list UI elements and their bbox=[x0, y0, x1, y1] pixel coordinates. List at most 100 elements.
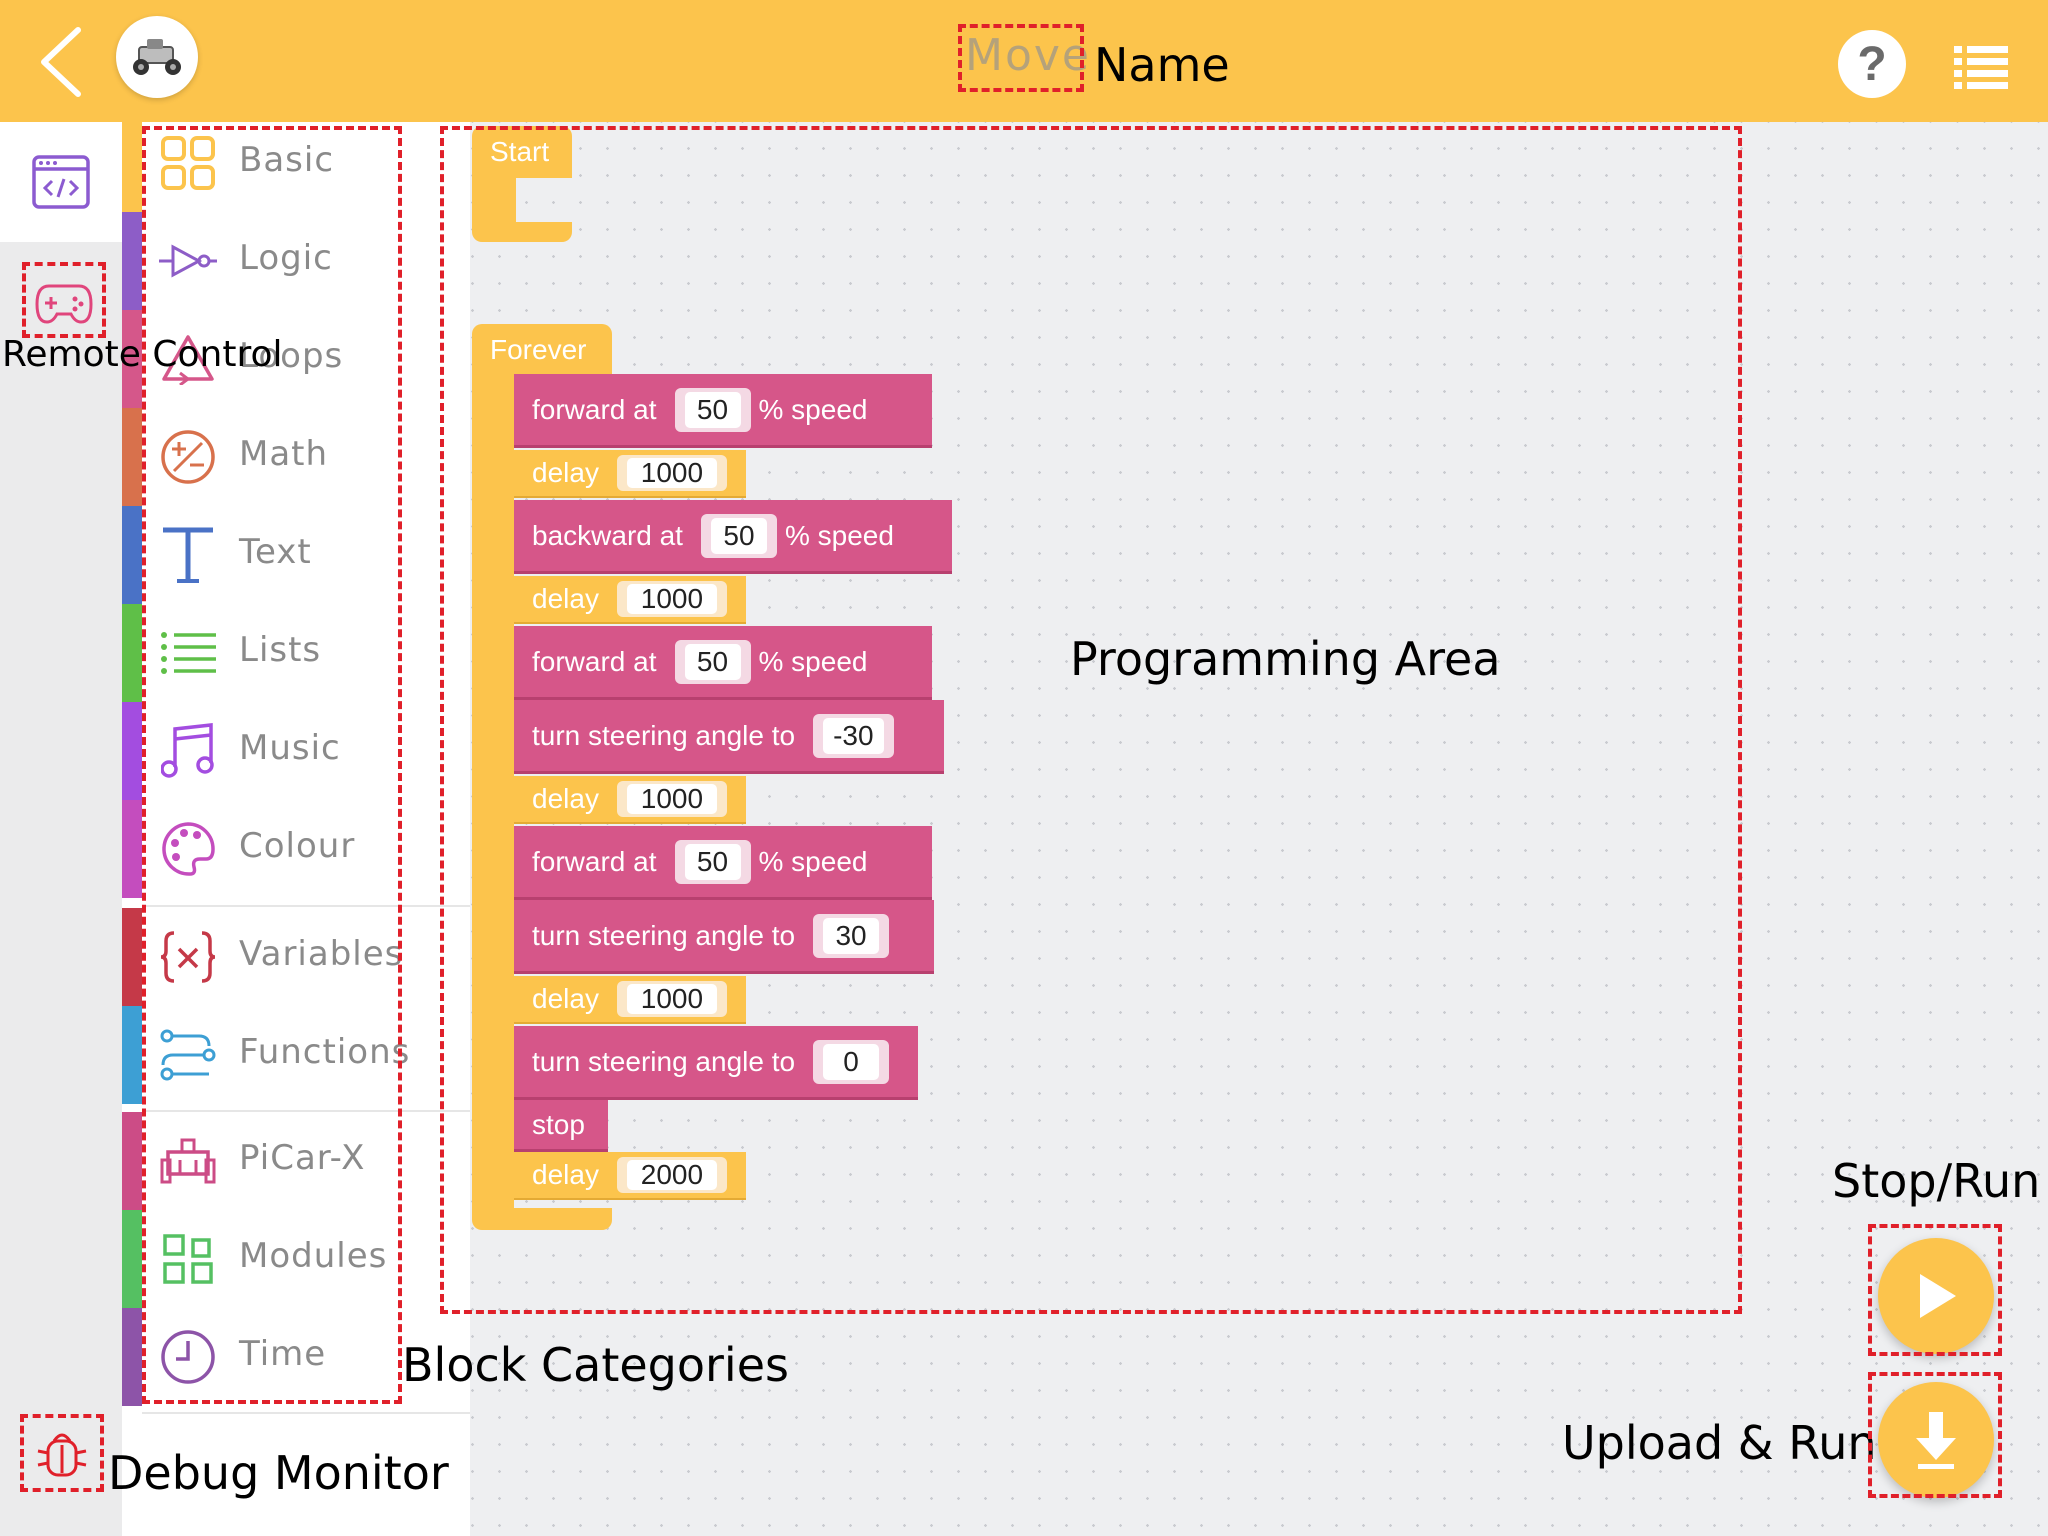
block-text: delay bbox=[532, 457, 599, 488]
annotation-block-categories: Block Categories bbox=[402, 1338, 789, 1392]
block-text: turn steering angle to bbox=[532, 919, 796, 951]
forward-block[interactable]: forward at 50 % speed bbox=[514, 826, 932, 900]
category-variables[interactable]: Variables bbox=[122, 908, 470, 1006]
loop-icon bbox=[158, 329, 218, 389]
steering-block[interactable]: turn steering angle to 0 bbox=[514, 1026, 918, 1100]
speed-input[interactable]: 50 bbox=[684, 391, 741, 428]
block-text: stop bbox=[532, 1108, 585, 1140]
category-time[interactable]: Time bbox=[122, 1308, 470, 1406]
annotation-stop-run: Stop/Run bbox=[1832, 1154, 2041, 1208]
category-modules[interactable]: Modules bbox=[122, 1210, 470, 1308]
help-icon: ? bbox=[1857, 37, 1887, 91]
value-slot: 2000 bbox=[616, 1157, 727, 1193]
clock-icon bbox=[158, 1327, 218, 1387]
menu-button[interactable] bbox=[1954, 44, 2008, 90]
block-text: delay bbox=[532, 983, 599, 1014]
category-divider bbox=[142, 1110, 470, 1112]
programming-area-highlight bbox=[440, 126, 1742, 1314]
category-logic[interactable]: Logic bbox=[122, 212, 470, 310]
code-mode-button[interactable] bbox=[0, 122, 122, 242]
category-label: Colour bbox=[239, 826, 356, 866]
category-music[interactable]: Music bbox=[122, 702, 470, 800]
category-functions[interactable]: Functions bbox=[122, 1006, 470, 1104]
delay-input[interactable]: 1000 bbox=[626, 583, 717, 614]
category-picar-x[interactable]: PiCar-X bbox=[122, 1112, 470, 1210]
value-slot: 30 bbox=[813, 913, 890, 958]
code-window-icon bbox=[32, 155, 90, 209]
forever-block-arm bbox=[472, 374, 514, 1220]
list-menu-icon bbox=[1954, 46, 2008, 89]
category-label: PiCar-X bbox=[239, 1138, 366, 1178]
forever-block[interactable]: Forever bbox=[472, 324, 612, 376]
name-highlight bbox=[958, 24, 1084, 92]
category-label: Logic bbox=[239, 238, 333, 278]
stop-run-highlight bbox=[1868, 1224, 2002, 1356]
category-label: Basic bbox=[239, 140, 335, 180]
backward-block[interactable]: backward at 50 % speed bbox=[514, 500, 952, 574]
block-text: delay bbox=[532, 1159, 599, 1190]
delay-input[interactable]: 1000 bbox=[626, 457, 717, 488]
category-stripe bbox=[122, 800, 142, 898]
forward-block[interactable]: forward at 50 % speed bbox=[514, 626, 932, 700]
angle-input[interactable]: 30 bbox=[823, 917, 880, 954]
delay-block[interactable]: delay 1000 bbox=[514, 776, 746, 824]
category-divider bbox=[142, 1412, 470, 1414]
play-icon bbox=[1920, 1274, 1956, 1318]
upload-run-button[interactable] bbox=[1878, 1382, 1994, 1498]
delay-block[interactable]: delay 2000 bbox=[514, 1152, 746, 1200]
steering-block[interactable]: turn steering angle to 30 bbox=[514, 900, 934, 974]
palette-icon bbox=[158, 819, 218, 879]
speed-input[interactable]: 50 bbox=[684, 643, 741, 680]
start-block[interactable]: Start bbox=[472, 126, 572, 178]
project-avatar[interactable] bbox=[116, 16, 198, 98]
top-bar: Move ? bbox=[0, 0, 2048, 122]
angle-input[interactable]: -30 bbox=[823, 717, 884, 754]
run-button[interactable] bbox=[1878, 1238, 1994, 1354]
stop-block[interactable]: stop bbox=[514, 1100, 608, 1152]
value-slot: 1000 bbox=[616, 455, 727, 491]
annotation-programming-area: Programming Area bbox=[1070, 632, 1501, 686]
category-panel bbox=[122, 122, 470, 1536]
annotation-upload-run: Upload & Run bbox=[1562, 1416, 1877, 1470]
speed-input[interactable]: 50 bbox=[710, 517, 767, 554]
left-rail bbox=[0, 122, 122, 1536]
block-text: forward at bbox=[532, 645, 657, 677]
help-button[interactable]: ? bbox=[1838, 30, 1906, 98]
value-slot: 50 bbox=[674, 387, 751, 432]
category-loops[interactable]: Loops bbox=[122, 310, 470, 408]
back-button[interactable] bbox=[34, 24, 94, 100]
value-slot: 50 bbox=[700, 513, 777, 558]
robot-car-icon bbox=[133, 39, 181, 75]
category-stripe bbox=[122, 212, 142, 310]
category-lists[interactable]: Lists bbox=[122, 604, 470, 702]
remote-control-button[interactable] bbox=[26, 266, 102, 342]
delay-input[interactable]: 1000 bbox=[626, 983, 717, 1014]
debug-monitor-highlight bbox=[20, 1414, 104, 1492]
debug-monitor-button[interactable] bbox=[22, 1414, 102, 1494]
category-label: Music bbox=[239, 728, 341, 768]
start-block-arm bbox=[472, 176, 516, 224]
block-text: delay bbox=[532, 783, 599, 814]
forward-block[interactable]: forward at 50 % speed bbox=[514, 374, 932, 448]
category-basic[interactable]: Basic bbox=[122, 114, 470, 212]
project-name[interactable]: Move bbox=[965, 30, 1091, 81]
annotation-debug-monitor: Debug Monitor bbox=[108, 1446, 449, 1500]
grid-icon bbox=[158, 133, 218, 193]
steering-block[interactable]: turn steering angle to -30 bbox=[514, 700, 944, 774]
delay-block[interactable]: delay 1000 bbox=[514, 576, 746, 624]
start-block-foot bbox=[472, 222, 572, 242]
forever-label: Forever bbox=[490, 334, 587, 365]
speed-input[interactable]: 50 bbox=[684, 843, 741, 880]
delay-input[interactable]: 2000 bbox=[626, 1159, 717, 1190]
block-suffix: % speed bbox=[784, 519, 894, 551]
function-icon bbox=[158, 1025, 218, 1085]
category-colour[interactable]: Colour bbox=[122, 800, 470, 898]
angle-input[interactable]: 0 bbox=[823, 1043, 880, 1080]
category-math[interactable]: Math bbox=[122, 408, 470, 506]
delay-input[interactable]: 1000 bbox=[626, 783, 717, 814]
delay-block[interactable]: delay 1000 bbox=[514, 450, 746, 498]
annotation-name: Name bbox=[1094, 38, 1230, 92]
category-text[interactable]: Text bbox=[122, 506, 470, 604]
delay-block[interactable]: delay 1000 bbox=[514, 976, 746, 1024]
category-stripe bbox=[122, 1308, 142, 1406]
